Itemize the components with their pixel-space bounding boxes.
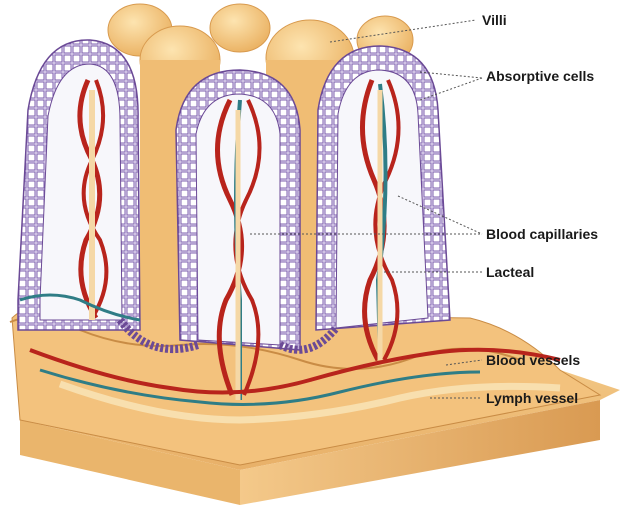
tissue-base-block (10, 307, 620, 505)
label-absorptive-cells: Absorptive cells (486, 68, 594, 84)
villus-right (316, 46, 450, 360)
label-blood-vessels: Blood vessels (486, 352, 580, 368)
villus-left (18, 40, 140, 330)
label-blood-capillaries: Blood capillaries (486, 226, 598, 242)
label-villi: Villi (482, 12, 507, 28)
label-lacteal: Lacteal (486, 264, 534, 280)
label-lymph-vessel: Lymph vessel (486, 390, 578, 406)
